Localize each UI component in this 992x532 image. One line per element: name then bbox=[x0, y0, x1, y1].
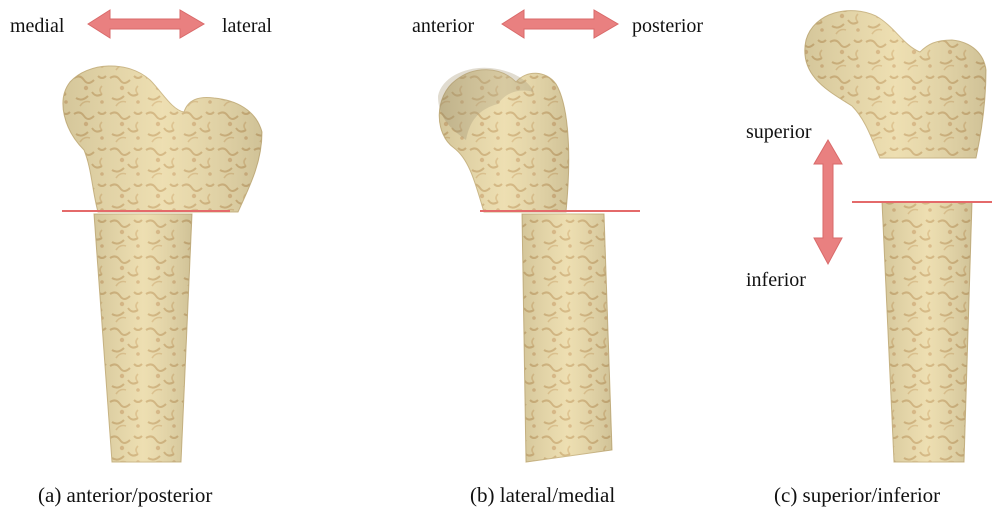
panel-c-vertical-arrow bbox=[814, 140, 842, 264]
caption-panel-b: (b) lateral/medial bbox=[470, 484, 615, 506]
label-anterior: anterior bbox=[412, 16, 474, 36]
panel-b-femur bbox=[438, 10, 640, 462]
label-medial: medial bbox=[10, 16, 64, 36]
panel-a-femur bbox=[62, 10, 262, 462]
label-posterior: posterior bbox=[632, 16, 703, 36]
panel-a-horizontal-arrow bbox=[88, 10, 204, 38]
label-superior: superior bbox=[746, 122, 812, 142]
panel-b-horizontal-arrow bbox=[502, 10, 618, 38]
label-lateral: lateral bbox=[222, 16, 272, 36]
caption-panel-c: (c) superior/inferior bbox=[774, 484, 940, 506]
label-inferior: inferior bbox=[746, 270, 806, 290]
panel-c-femur bbox=[805, 11, 992, 462]
caption-panel-a: (a) anterior/posterior bbox=[38, 484, 212, 506]
